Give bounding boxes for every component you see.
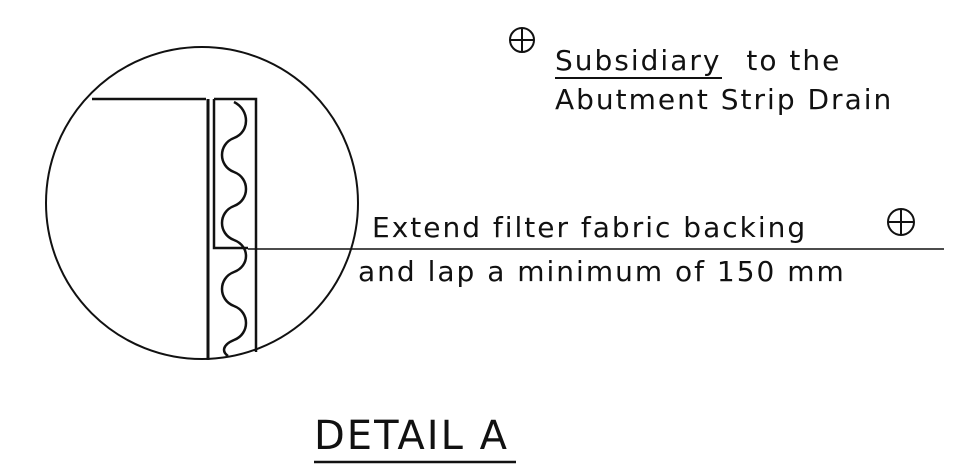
- strip-drain-core: [220, 100, 248, 358]
- subsidiary-line2: Abutment Strip Drain: [555, 83, 893, 116]
- filter-fabric-note: Extend filter fabric backing and lap a m…: [358, 208, 915, 288]
- svg-text:Subsidiary to the: Subsidiary to the: [555, 44, 841, 77]
- subsidiary-note: Subsidiary to the Abutment Strip Drain: [509, 27, 893, 116]
- detail-title: DETAIL A: [314, 413, 509, 459]
- circle-cross-icon: [509, 27, 535, 53]
- strip-drain-outline: [212, 97, 258, 352]
- subsidiary-rest: to the: [746, 44, 841, 77]
- detail-circle: [45, 46, 359, 360]
- filter-note-line2: and lap a minimum of 150 mm: [358, 255, 846, 288]
- filter-note-line1: Extend filter fabric backing: [372, 211, 807, 244]
- subsidiary-word: Subsidiary: [555, 44, 721, 77]
- circle-cross-icon: [887, 208, 915, 236]
